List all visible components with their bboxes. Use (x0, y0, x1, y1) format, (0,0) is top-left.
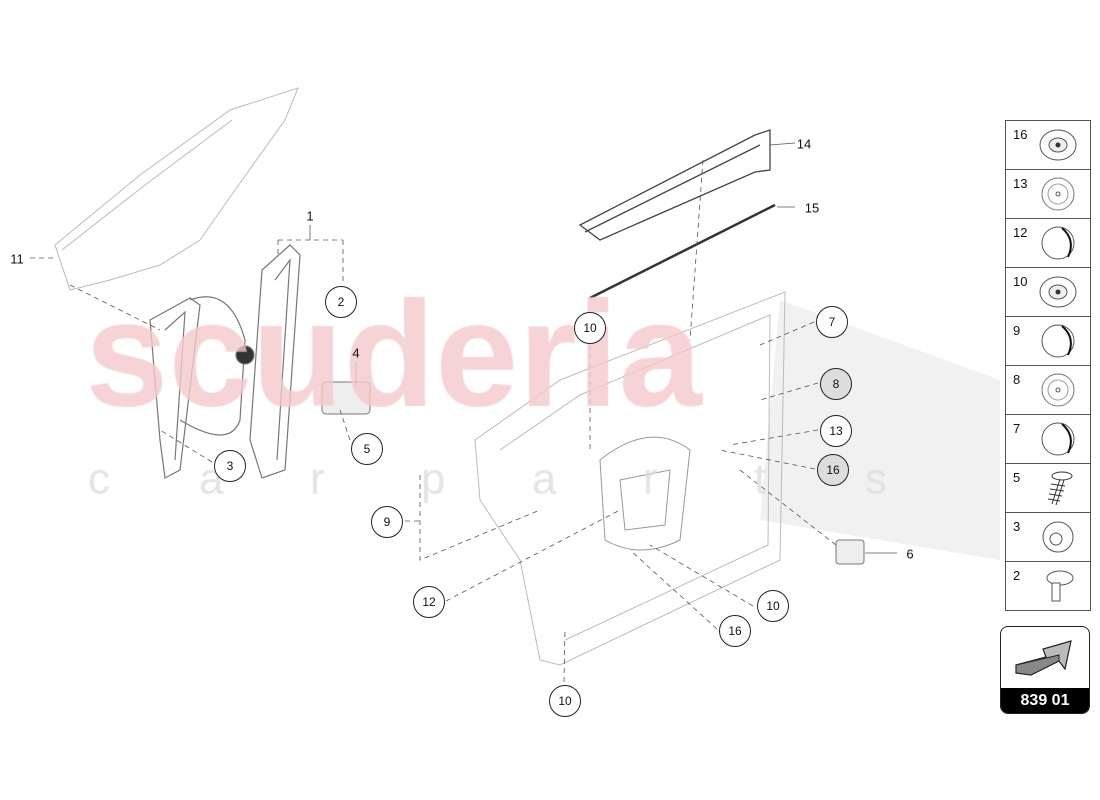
cap-icon (1041, 324, 1075, 358)
page-code: 839 01 (1001, 688, 1089, 713)
callout-12[interactable]: 12 (413, 586, 445, 618)
grommet-icon (1039, 276, 1077, 308)
callout-10[interactable]: 10 (574, 312, 606, 344)
label-6[interactable]: 6 (906, 546, 914, 562)
callout-8[interactable]: 8 (820, 368, 852, 400)
window-glass (54, 87, 299, 291)
plug-icon (1041, 373, 1075, 407)
callout-2[interactable]: 2 (325, 286, 357, 318)
parts-legend: 16 13 12 10 9 8 7 5 3 2 (1005, 120, 1091, 611)
legend-number: 13 (1013, 176, 1028, 191)
checker-background (760, 300, 1000, 560)
legend-number: 12 (1013, 225, 1028, 240)
legend-item-16[interactable]: 16 (1006, 121, 1090, 170)
nut-icon (1042, 521, 1074, 553)
label-14[interactable]: 14 (796, 136, 812, 152)
legend-item-2[interactable]: 2 (1006, 562, 1090, 610)
clip-icon (1046, 570, 1074, 602)
callout-5[interactable]: 5 (351, 433, 383, 465)
label-1[interactable]: 1 (306, 208, 314, 224)
legend-item-5[interactable]: 5 (1006, 464, 1090, 513)
cap-icon (1041, 422, 1075, 456)
arrow-icon (1015, 640, 1072, 676)
legend-item-12[interactable]: 12 (1006, 219, 1090, 268)
label-11[interactable]: 11 (10, 251, 24, 267)
legend-item-8[interactable]: 8 (1006, 366, 1090, 415)
next-page-button[interactable]: 839 01 (1000, 626, 1090, 714)
callout-16[interactable]: 16 (719, 615, 751, 647)
grommet-icon (1039, 129, 1077, 161)
legend-number: 16 (1013, 127, 1028, 142)
weather-strip (589, 203, 776, 300)
legend-number: 2 (1013, 568, 1021, 583)
window-channel-strip (578, 129, 771, 241)
legend-item-3[interactable]: 3 (1006, 513, 1090, 562)
callout-3[interactable]: 3 (214, 450, 246, 482)
door-inner-panel (474, 291, 786, 666)
window-regulator (149, 244, 301, 479)
cap-icon (1041, 226, 1075, 260)
callout-10[interactable]: 10 (757, 590, 789, 622)
callout-9[interactable]: 9 (371, 506, 403, 538)
legend-item-9[interactable]: 9 (1006, 317, 1090, 366)
callout-10[interactable]: 10 (549, 685, 581, 717)
legend-number: 9 (1013, 323, 1021, 338)
legend-number: 3 (1013, 519, 1021, 534)
label-15[interactable]: 15 (804, 200, 820, 216)
callout-16[interactable]: 16 (817, 454, 849, 486)
plug-icon (1041, 177, 1075, 211)
legend-number: 10 (1013, 274, 1028, 289)
callout-13[interactable]: 13 (820, 415, 852, 447)
regulator-motor (321, 381, 371, 415)
legend-number: 5 (1013, 470, 1021, 485)
legend-item-13[interactable]: 13 (1006, 170, 1090, 219)
legend-number: 7 (1013, 421, 1021, 436)
door-switch-part (835, 539, 865, 565)
screw-icon (1047, 471, 1073, 506)
label-4[interactable]: 4 (352, 345, 360, 361)
legend-item-10[interactable]: 10 (1006, 268, 1090, 317)
callout-7[interactable]: 7 (816, 306, 848, 338)
legend-item-7[interactable]: 7 (1006, 415, 1090, 464)
legend-number: 8 (1013, 372, 1021, 387)
